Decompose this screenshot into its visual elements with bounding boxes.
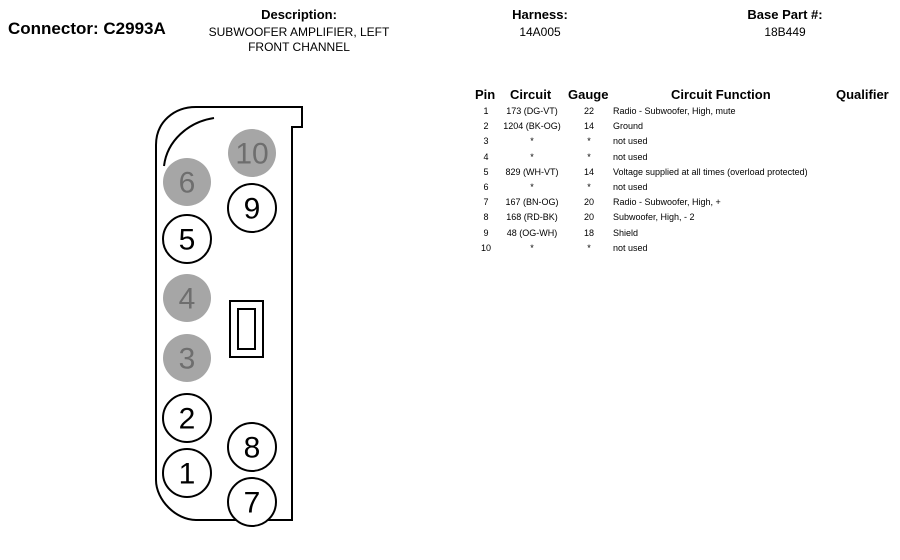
cell-gauge: * — [587, 182, 591, 192]
polarization-key-inner — [237, 308, 256, 350]
pin-number: 9 — [244, 193, 261, 226]
cell-gauge: 14 — [583, 121, 594, 132]
pin-number: 6 — [179, 167, 196, 200]
cell-gauge: 18 — [583, 227, 594, 238]
col-header-qualifier: Qualifier — [836, 87, 889, 102]
description-value: SUBWOOFER AMPLIFIER, LEFT FRONT CHANNEL — [189, 25, 409, 55]
pin-number: 10 — [235, 138, 268, 171]
cell-gauge: 20 — [583, 197, 594, 208]
pin-circle — [163, 158, 211, 206]
cell-circuit: 167 (BN-OG) — [505, 197, 559, 208]
pin-circle — [162, 214, 212, 264]
connector-title: Connector: C2993A — [8, 19, 166, 38]
pin-circle — [162, 448, 212, 498]
cell-pin: 2 — [483, 121, 489, 132]
pin-number: 1 — [179, 458, 196, 491]
connector-pin: 7 — [227, 477, 277, 527]
description-line-2: FRONT CHANNEL — [248, 40, 350, 54]
cell-circuit: 48 (OG-WH) — [506, 227, 558, 238]
col-header-function: Circuit Function — [671, 87, 771, 102]
pin-circle — [228, 129, 276, 177]
connector-housing-outline — [155, 106, 303, 521]
base-part-label: Base Part #: — [747, 7, 823, 22]
description-label: Description: — [261, 7, 337, 22]
cell-pin: 6 — [483, 182, 489, 192]
cell-circuit: * — [530, 151, 534, 162]
cell-pin: 8 — [483, 212, 489, 223]
cell-circuit: 829 (WH-VT) — [505, 166, 559, 177]
connector-pin: 3 — [163, 334, 211, 382]
pin-number: 5 — [179, 224, 196, 257]
connector-pin: 4 — [163, 274, 211, 322]
cell-function: not used — [613, 182, 648, 192]
cell-gauge: 14 — [583, 166, 594, 177]
cell-gauge: * — [587, 136, 591, 147]
cell-circuit: * — [530, 182, 534, 192]
pin-number: 8 — [244, 432, 261, 465]
pin-circle — [227, 422, 277, 472]
pin-circle — [163, 274, 211, 322]
cell-function: Subwoofer, High, - 2 — [613, 212, 695, 223]
cell-circuit: * — [530, 136, 534, 147]
pin-circle — [227, 183, 277, 233]
cell-pin: 10 — [480, 242, 491, 253]
cell-circuit: * — [530, 242, 534, 253]
connector-pin: 6 — [163, 158, 211, 206]
connector-pin: 10 — [228, 129, 276, 177]
harness-value: 14A005 — [519, 25, 561, 39]
pin-number: 7 — [244, 487, 261, 520]
cell-function: Radio - Subwoofer, High, mute — [613, 106, 736, 116]
pin-number: 2 — [179, 403, 196, 436]
cell-pin: 1 — [483, 106, 489, 116]
cell-function: not used — [613, 151, 648, 162]
pin-number: 4 — [179, 283, 196, 316]
pin-circle — [227, 477, 277, 527]
connector-housing-inner-arc — [163, 117, 215, 167]
connector-pin: 5 — [162, 214, 212, 264]
pin-circle — [162, 393, 212, 443]
cell-gauge: 22 — [583, 106, 594, 116]
cell-function: Ground — [613, 121, 644, 132]
cell-gauge: * — [587, 242, 591, 253]
cell-pin: 3 — [483, 136, 489, 147]
connector-pin: 1 — [162, 448, 212, 498]
cell-function: not used — [613, 136, 648, 147]
cell-function: Radio - Subwoofer, High, + — [613, 197, 721, 208]
connector-pin: 2 — [162, 393, 212, 443]
harness-label: Harness: — [512, 7, 568, 22]
connector-pin: 8 — [227, 422, 277, 472]
cell-function: Shield — [613, 227, 639, 238]
connector-pins: 10 6 9 5 4 3 2 8 1 7 — [162, 129, 277, 527]
pin-number: 3 — [179, 343, 196, 376]
polarization-key-outer — [229, 300, 264, 358]
cell-circuit: 173 (DG-VT) — [506, 106, 558, 116]
cell-function: Voltage supplied at all times (overload … — [613, 166, 808, 177]
cell-function: not used — [613, 242, 648, 253]
cell-circuit: 168 (RD-BK) — [506, 212, 558, 223]
cell-circuit: 1204 (BK-OG) — [503, 121, 561, 132]
description-line-1: SUBWOOFER AMPLIFIER, LEFT — [208, 25, 390, 39]
cell-pin: 5 — [483, 166, 489, 177]
col-header-gauge: Gauge — [568, 87, 609, 102]
cell-gauge: 20 — [583, 212, 594, 223]
col-header-pin: Pin — [475, 87, 496, 102]
cell-pin: 4 — [483, 151, 489, 162]
col-header-circuit: Circuit — [510, 87, 552, 102]
cell-pin: 7 — [483, 197, 489, 208]
base-part-value: 18B449 — [764, 25, 806, 39]
pin-circle — [163, 334, 211, 382]
cell-gauge: * — [587, 151, 591, 162]
connector-pin: 9 — [227, 183, 277, 233]
cell-pin: 9 — [483, 227, 489, 238]
